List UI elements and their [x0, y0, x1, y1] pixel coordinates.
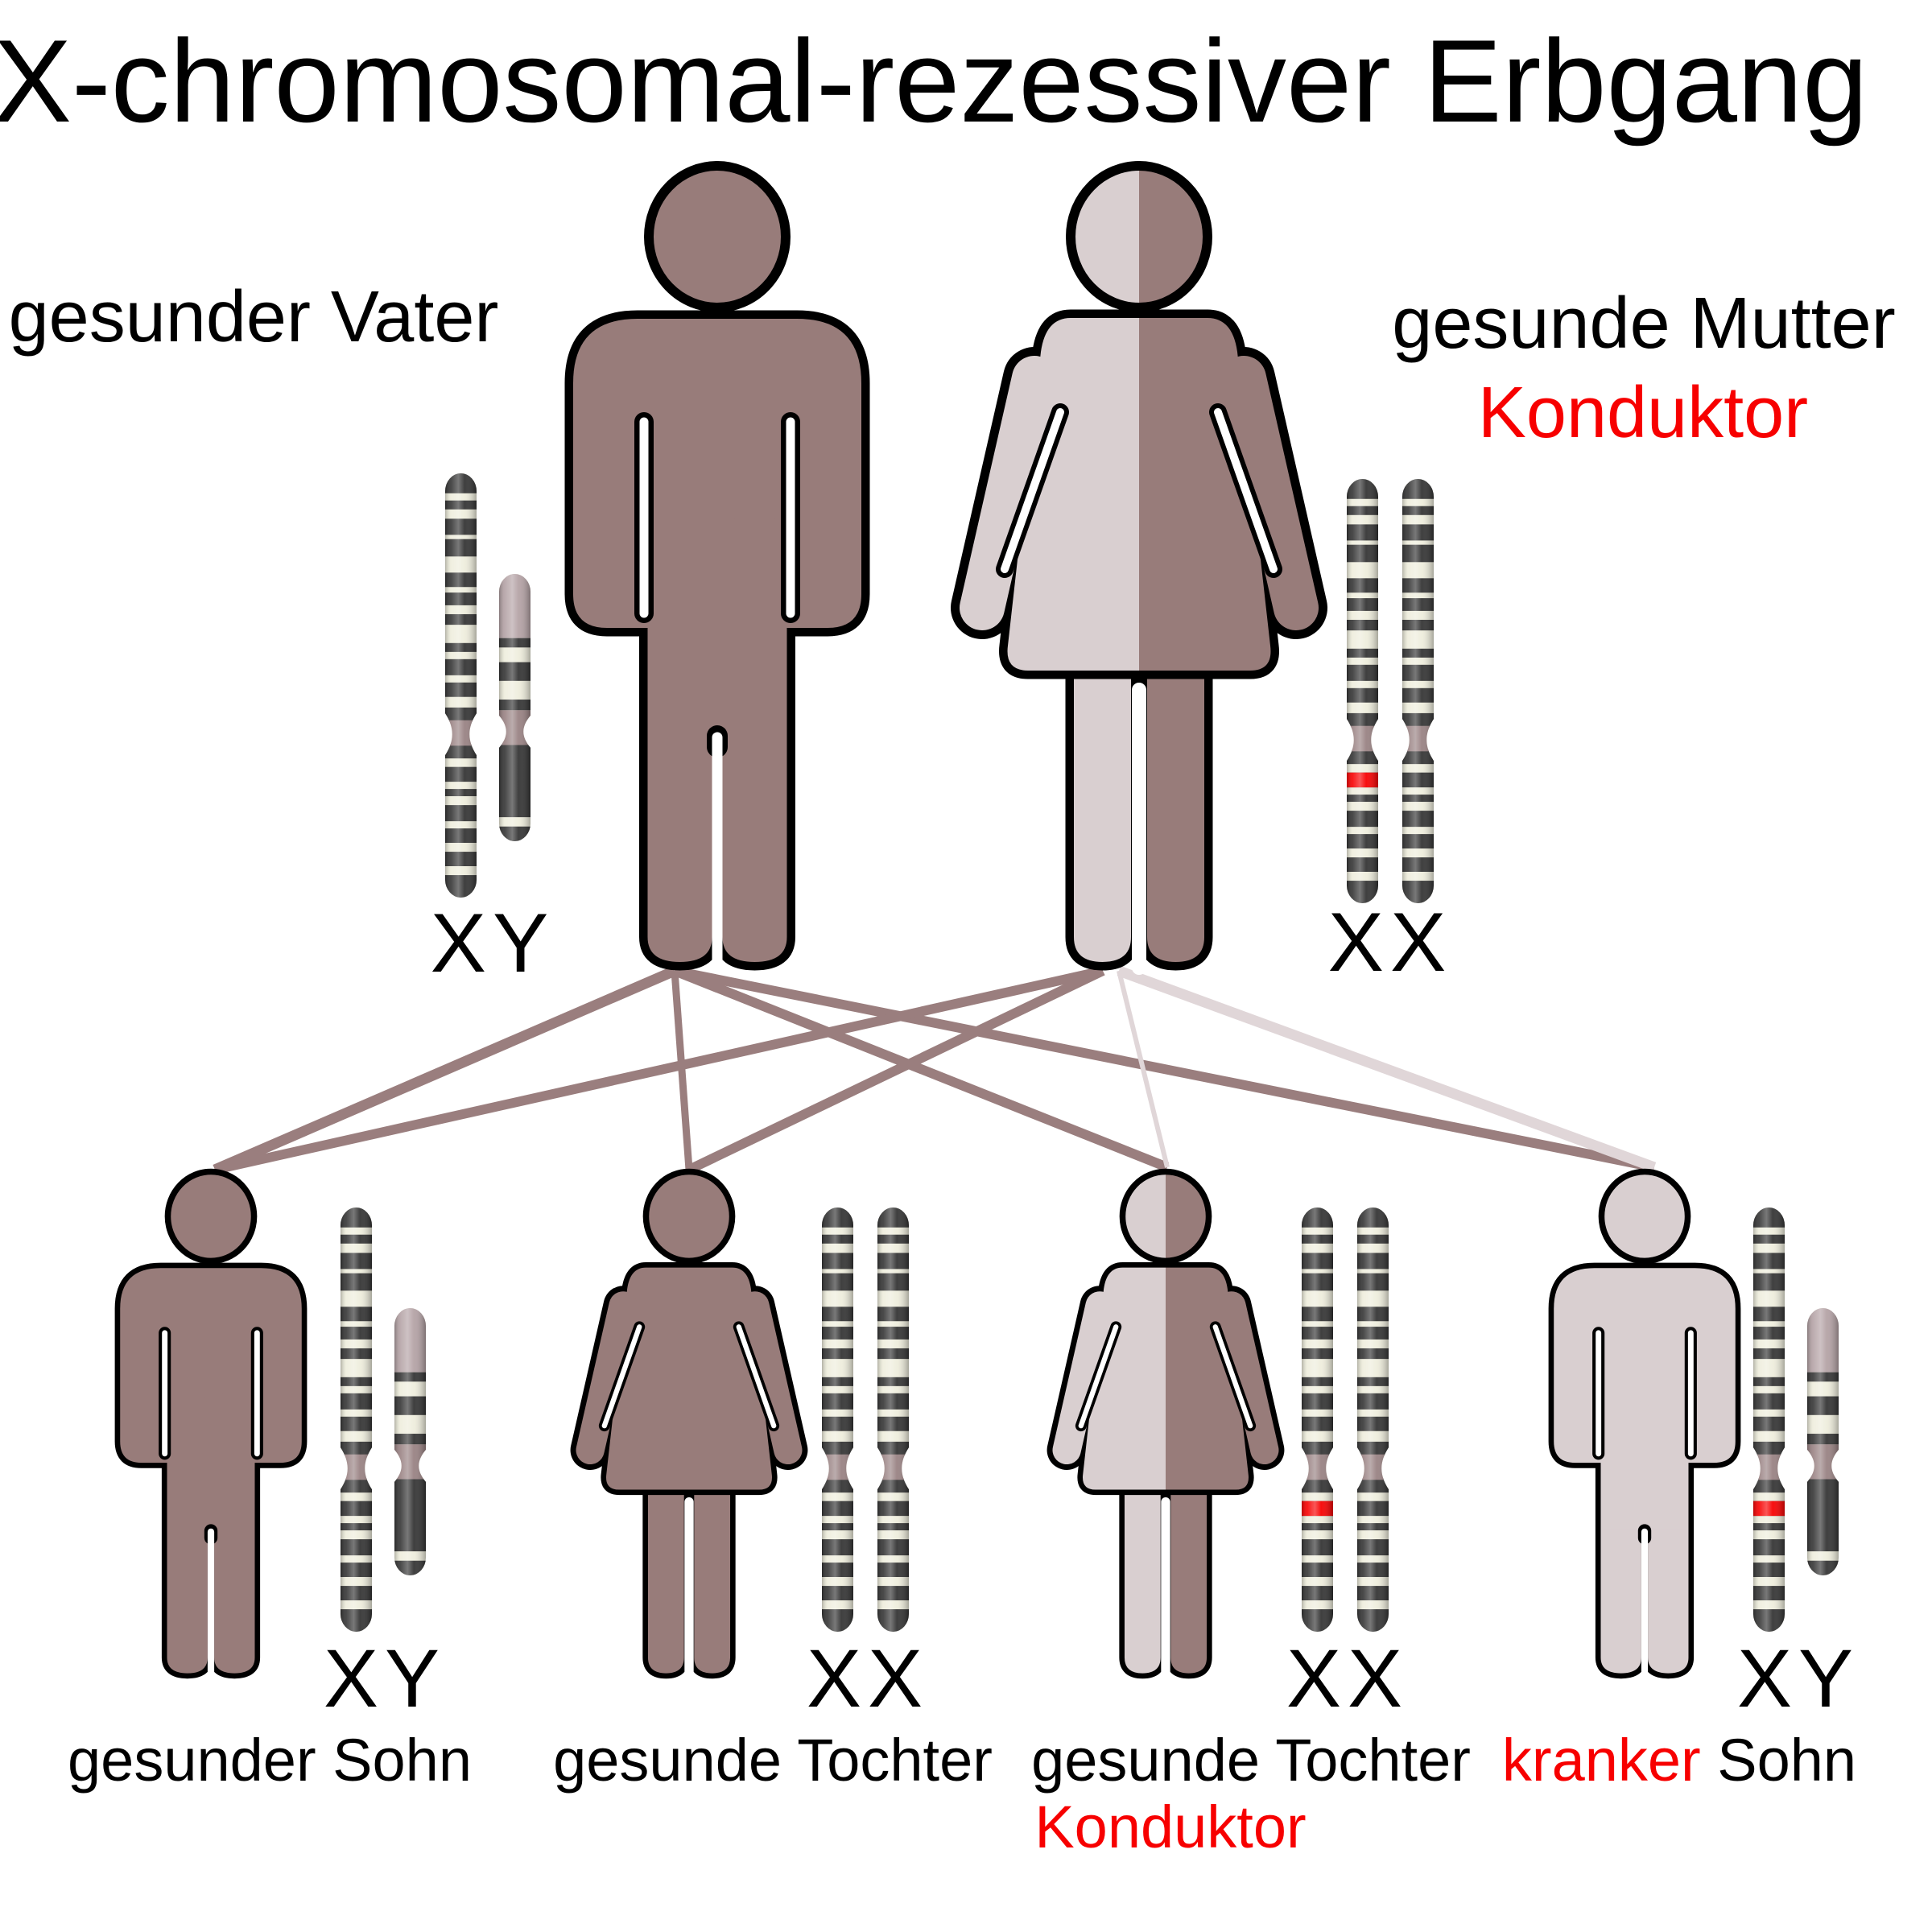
mother-label: gesunde Mutter [1392, 283, 1896, 364]
child-3-figure-head [1119, 1168, 1212, 1265]
child-4-karyotype-label: XY [1736, 1633, 1860, 1724]
mother-x-chromosome-2 [1402, 479, 1434, 903]
child-2-karyotype-label: XX [806, 1633, 930, 1724]
child-1-karyotype-label: XY [323, 1633, 447, 1724]
child-2-x-chromosome-1 [822, 1208, 853, 1632]
father-figure [564, 161, 870, 973]
child-3-caption: gesunde Tochter [1031, 1727, 1471, 1794]
mother-figure-head [1066, 161, 1212, 312]
child-4-caption-rest: Sohn [1700, 1727, 1857, 1794]
child-1-y-chromosome [394, 1308, 426, 1575]
child-2-caption: gesunde Tochter [553, 1727, 993, 1794]
inheritance-line-mother-to-child-1-X-normal [213, 966, 1104, 1174]
child-2-x-chromosome-2 [877, 1208, 909, 1632]
child-1-figure [114, 1168, 308, 1681]
inheritance-line-mother-to-child-4-X-mutated [1117, 965, 1657, 1173]
inheritance-line-father-to-child-3-X [672, 966, 1170, 1172]
inheritance-line-father-to-child-4-Y [673, 966, 1656, 1172]
father-label: gesunder Vater [8, 277, 499, 357]
diagram-title: X-chromosomal-rezessiver Erbgang [0, 15, 1868, 147]
child-1-caption: gesunder Sohn [68, 1727, 472, 1794]
mother-figure [951, 161, 1327, 975]
inheritance-line-mother-to-child-2-X-normal [687, 966, 1105, 1174]
father-x-chromosome [445, 473, 477, 898]
mother-konduktor-label: Konduktor [1477, 373, 1809, 453]
child-4-caption: kranker Sohn [1502, 1731, 1856, 1790]
child-3-x-chromosome-mutated [1302, 1208, 1333, 1632]
child-4-x-chromosome-mutated [1753, 1208, 1785, 1632]
child-1-x-chromosome [341, 1208, 372, 1632]
child-3-konduktor-label: Konduktor [1034, 1794, 1307, 1860]
child-1-figure-head [164, 1168, 258, 1265]
mother-x-chromosome-mutated [1347, 479, 1378, 903]
child-2-figure [570, 1168, 808, 1682]
child-4-figure-head [1598, 1168, 1691, 1265]
inheritance-line-mother-to-child-3-X-mutated [1117, 970, 1170, 1168]
child-4-figure [1548, 1168, 1741, 1681]
child-3-x-chromosome-2 [1357, 1208, 1389, 1632]
father-y-chromosome [499, 574, 530, 841]
child-4-y-chromosome [1807, 1308, 1839, 1575]
inheritance-line-father-to-child-1-Y [213, 966, 677, 1174]
father-figure-head [644, 161, 791, 312]
child-4-caption-affected-word: kranker [1501, 1727, 1701, 1794]
mother-karyotype-label: XX [1327, 896, 1453, 989]
child-2-figure-head [642, 1168, 736, 1265]
father-karyotype-label: XY [430, 897, 555, 990]
child-3-karyotype-label: XX [1286, 1633, 1410, 1724]
child-3-figure [1046, 1168, 1285, 1682]
inheritance-line-father-to-child-2-X [671, 970, 693, 1170]
